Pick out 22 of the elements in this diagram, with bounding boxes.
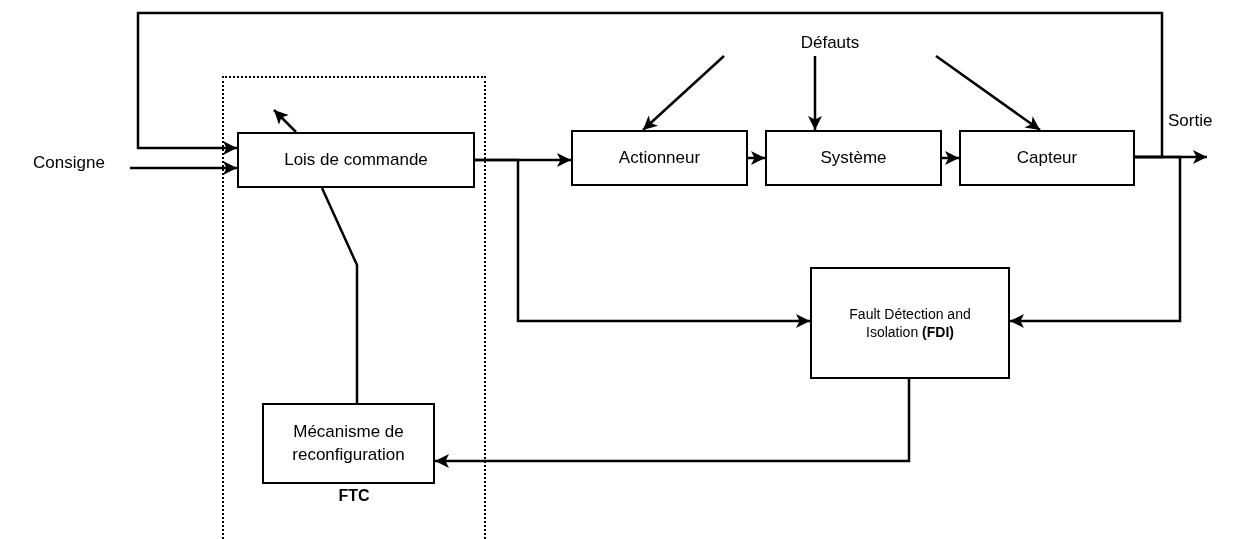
input-label: Consigne [8, 150, 130, 176]
process-box: Capteur [959, 130, 1135, 186]
arrow [435, 379, 911, 468]
process-box: Système [765, 130, 942, 186]
arrow [642, 55, 725, 131]
arrow [935, 55, 1041, 131]
process-box: Fault Détection and Isolation (FDI) [810, 267, 1010, 379]
process-box: Lois de commande [237, 132, 475, 188]
arrow [1010, 155, 1182, 328]
process-box: Actionneur [571, 130, 748, 186]
arrow [808, 56, 822, 130]
arrow [273, 109, 297, 133]
arrow [136, 11, 1164, 159]
output-label: Sortie [1168, 111, 1213, 131]
arrow [475, 158, 810, 328]
disturbance-label: Défauts [720, 30, 940, 56]
process-box: Mécanisme de reconfiguration [262, 403, 435, 484]
arrow [748, 151, 765, 165]
arrow [130, 161, 237, 175]
dotted-group-frame [222, 76, 486, 539]
group-title: FTC [337, 486, 371, 506]
arrow [942, 151, 959, 165]
